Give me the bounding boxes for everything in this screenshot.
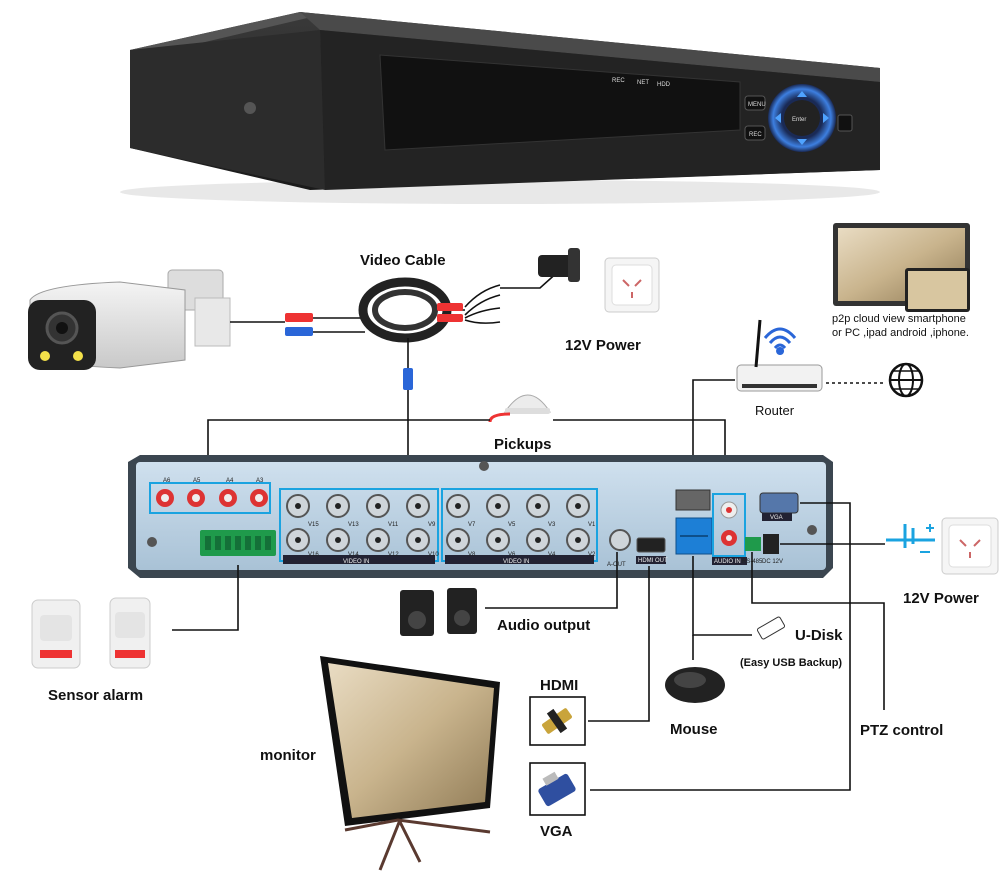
power-button [837,114,853,132]
v14-label: V14 [348,552,359,558]
hdmi-label: HDMI [540,677,578,694]
vent-hole [244,102,256,114]
v5-label: V5 [508,522,516,528]
power-right-label: 12V Power [903,590,979,607]
sensor-alarm-label: Sensor alarm [48,687,143,704]
dc-power-symbol [886,524,935,553]
hdmi-port-label: HDMI OUT [638,558,668,564]
mouse-icon [665,667,725,703]
dvr-rear-panel: A6 A5 A4 A3 VIDEO IN VIDEO IN [128,455,833,578]
a3-label: A3 [256,478,264,484]
v12-label: V12 [388,552,399,558]
hdmi-connector-icon [542,708,572,734]
globe-icon [888,362,924,398]
dc-jack [763,534,779,554]
video-cable-label: Video Cable [360,252,446,269]
pickups-label: Pickups [494,436,552,453]
bnc-ports [286,494,590,552]
indicator-net: NET [637,80,649,86]
cloud-text-1: p2p cloud view smartphone [832,313,966,325]
menu-button [744,95,766,111]
cloud-text-2: or PC ,ipad android ,iphone. [832,327,969,339]
udisk-sublabel: (Easy USB Backup) [740,657,842,669]
pickup-microphone [488,394,551,423]
enter-button-label: Enter [792,117,806,123]
dc-label: DC 12V [762,559,783,565]
video-in-label-b: VIDEO IN [503,559,529,565]
v2-label: V2 [588,552,596,558]
rs485-terminal [745,537,761,551]
audio-in-rca: A6 A5 A4 A3 [156,478,268,507]
udisk-label: U-Disk [795,627,843,644]
a6-label: A6 [163,478,171,484]
pir-sensors [31,597,151,669]
rec-button [744,125,766,141]
a-out-port [609,529,631,551]
wifi-icon [763,327,797,355]
bullet-camera [28,269,231,370]
router [736,319,823,392]
usb-stick-icon [756,616,786,640]
wall-socket-top [604,257,660,313]
red-connector [285,313,313,322]
vga-label: VGA [540,823,573,840]
speakers [400,588,477,636]
a5-label: A5 [193,478,201,484]
cloud-devices-image [833,223,970,312]
v15-label: V15 [308,522,319,528]
audio-output-label: Audio output [497,617,590,634]
v3-label: V3 [548,522,556,528]
indicator-hdd: HDD [657,82,671,88]
vga-port [759,492,799,514]
vga-port-label: VGA [770,515,783,521]
ptz-label: PTZ control [860,722,943,739]
monitor [320,656,500,871]
lan-port [675,489,711,511]
rec-button-label: REC [749,132,762,138]
blue-connector [285,327,313,336]
dvr-front: REC NET HDD MENU REC Enter [120,12,880,204]
mouse-label: Mouse [670,721,718,738]
v10-label: V10 [428,552,439,558]
monitor-label: monitor [260,747,316,764]
v4-label: V4 [548,552,556,558]
wall-socket-right [941,517,999,575]
a4-label: A4 [226,478,234,484]
menu-button-label: MENU [748,102,766,108]
v9-label: V9 [428,522,436,528]
v6-label: V6 [508,552,516,558]
v7-label: V7 [468,522,476,528]
v8-label: V8 [468,552,476,558]
power-adapter [538,248,580,282]
v16-label: V16 [308,552,319,558]
v11-label: V11 [388,522,399,528]
router-label: Router [755,403,795,418]
nav-dial: Enter [768,84,836,152]
power-top-label: 12V Power [565,337,641,354]
v1-label: V1 [588,522,596,528]
video-cable-coil [358,277,452,343]
vga-connector-icon [538,771,576,807]
indicator-rec: REC [612,78,625,84]
hdmi-port [636,537,666,553]
audio-in-block-label: AUDIO IN [714,559,741,565]
video-in-label-a: VIDEO IN [343,559,369,565]
v13-label: V13 [348,522,359,528]
